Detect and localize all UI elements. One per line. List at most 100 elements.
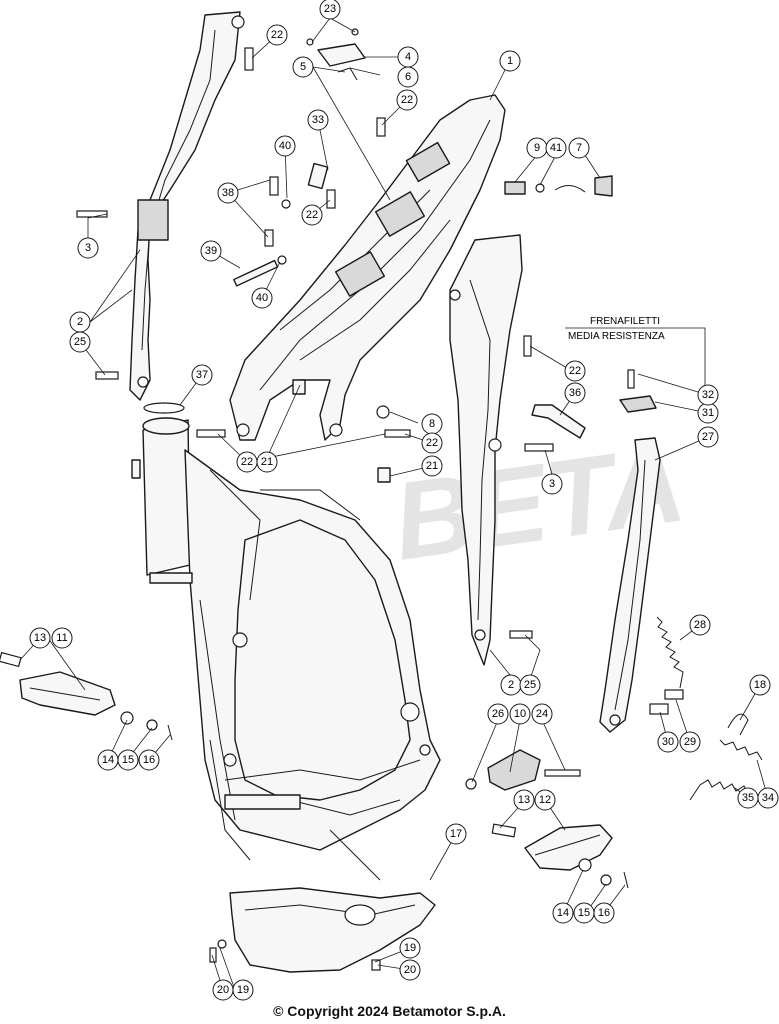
callout-40a-label: 40: [279, 140, 291, 152]
callout-4-label: 4: [405, 51, 411, 63]
callout-31: 31: [697, 402, 719, 424]
callout-22d: 22: [564, 360, 586, 382]
fastener-33: [307, 162, 329, 190]
callout-13a: 13: [29, 627, 51, 649]
callout-22f: 22: [421, 432, 443, 454]
callout-14b-label: 14: [557, 907, 569, 919]
callout-39: 39: [200, 240, 222, 262]
callout-18-label: 18: [754, 679, 766, 691]
clip-21-lower: [377, 467, 391, 483]
head-tube: [142, 419, 191, 576]
callout-17: 17: [445, 823, 467, 845]
guide-block: [487, 749, 541, 791]
threadlocker-note: FRENAFILETTI MEDIA RESISTENZA: [568, 316, 665, 342]
left-side-panel: [129, 11, 245, 401]
callout-1-label: 1: [507, 55, 513, 67]
callout-21b-label: 21: [426, 460, 438, 472]
skid-plate: [229, 887, 436, 973]
callout-3a-label: 3: [85, 242, 91, 254]
callout-24-label: 24: [536, 708, 548, 720]
callout-33-label: 33: [312, 114, 324, 126]
note-line-1: FRENAFILETTI: [590, 316, 660, 327]
callout-15a: 15: [117, 749, 139, 771]
callout-39-label: 39: [205, 245, 217, 257]
callout-23: 23: [319, 0, 341, 20]
callout-28: 28: [689, 614, 711, 636]
springs: [656, 616, 763, 801]
side-stand-assembly: [599, 369, 661, 733]
callout-24: 24: [531, 703, 553, 725]
callout-15b: 15: [573, 902, 595, 924]
callout-35: 35: [737, 787, 759, 809]
callout-2a-label: 2: [77, 316, 83, 328]
callout-19b: 19: [399, 937, 421, 959]
plug-7: [594, 175, 613, 197]
callout-3b-label: 3: [549, 478, 555, 490]
callout-10-label: 10: [514, 708, 526, 720]
callout-16b-label: 16: [598, 907, 610, 919]
callout-22b: 22: [396, 89, 418, 111]
callout-7-label: 7: [576, 142, 582, 154]
callout-37: 37: [191, 364, 213, 386]
callout-11: 11: [51, 627, 73, 649]
callout-26-label: 26: [492, 708, 504, 720]
callout-30-label: 30: [662, 736, 674, 748]
callout-4: 4: [397, 46, 419, 68]
main-frame: [131, 417, 441, 881]
callout-21a: 21: [256, 451, 278, 473]
callout-5: 5: [292, 56, 314, 78]
callout-14a-label: 14: [102, 754, 114, 766]
callout-18: 18: [749, 674, 771, 696]
callout-26: 26: [487, 703, 509, 725]
bracket-36: [531, 404, 586, 439]
callout-16b: 16: [593, 902, 615, 924]
callout-12-label: 12: [539, 794, 551, 806]
callout-20a: 20: [212, 979, 234, 1001]
callout-20b-label: 20: [404, 964, 416, 976]
side-stand-bracket: [619, 395, 657, 413]
callout-14a: 14: [97, 749, 119, 771]
right-side-panel: [449, 234, 523, 666]
callout-22e: 22: [236, 451, 258, 473]
callout-38: 38: [217, 182, 239, 204]
callout-3b: 3: [541, 473, 563, 495]
callout-2b-label: 2: [508, 679, 514, 691]
callout-22c-label: 22: [306, 209, 318, 221]
callout-16a-label: 16: [143, 754, 155, 766]
spring-34: [719, 739, 763, 761]
callout-36-label: 36: [569, 387, 581, 399]
right-footpeg-body: [524, 824, 613, 871]
callout-25b-label: 25: [524, 679, 536, 691]
callout-27: 27: [697, 426, 719, 448]
callout-29: 29: [679, 731, 701, 753]
callout-25a-label: 25: [74, 336, 86, 348]
callout-11-label: 11: [56, 632, 67, 644]
callouts: 1 2 2 3 3 4 5 6 7 8 9 10 11 12 13 13 14 …: [29, 0, 779, 1001]
callout-22a: 22: [266, 24, 288, 46]
callout-3a: 3: [77, 237, 99, 259]
side-stand-screw: [627, 369, 635, 389]
callout-22d-label: 22: [569, 365, 581, 377]
callout-2a: 2: [69, 311, 91, 333]
fastener-9: [504, 181, 526, 195]
callout-25b: 25: [519, 674, 541, 696]
copyright-footer: © Copyright 2024 Betamotor S.p.A.: [273, 1003, 506, 1019]
callout-22e-label: 22: [241, 456, 253, 468]
callout-35-label: 35: [742, 792, 754, 804]
callout-21b: 21: [421, 455, 443, 477]
callout-9-label: 9: [534, 142, 540, 154]
callout-40a: 40: [274, 135, 296, 157]
callout-36: 36: [564, 382, 586, 404]
o-ring: [143, 402, 185, 414]
callout-29-label: 29: [684, 736, 696, 748]
side-stand: [599, 437, 661, 733]
callout-19a-label: 19: [237, 984, 249, 996]
note-line-2: MEDIA RESISTENZA: [568, 331, 665, 342]
callout-22c: 22: [301, 204, 323, 226]
left-footpeg-body: [19, 671, 116, 716]
callout-23-label: 23: [324, 3, 336, 15]
callout-27-label: 27: [702, 431, 714, 443]
callout-2b: 2: [500, 674, 522, 696]
callout-28-label: 28: [694, 619, 706, 631]
